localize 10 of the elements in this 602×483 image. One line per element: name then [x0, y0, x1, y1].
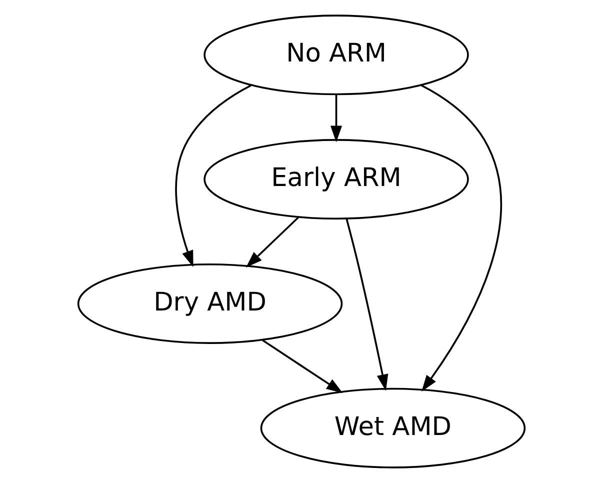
arrow: [420, 84, 502, 392]
arrow: [245, 216, 299, 268]
arrow: [345, 218, 388, 391]
node-ellipse: Early ARM: [203, 139, 468, 220]
arrow: [261, 339, 342, 394]
arrow: [174, 84, 251, 268]
node-ellipse: Wet AMD: [260, 388, 526, 468]
node-ellipse: Dry AMD: [76, 263, 342, 344]
node-ellipse: No ARM: [203, 14, 468, 96]
arrow: [330, 94, 342, 142]
